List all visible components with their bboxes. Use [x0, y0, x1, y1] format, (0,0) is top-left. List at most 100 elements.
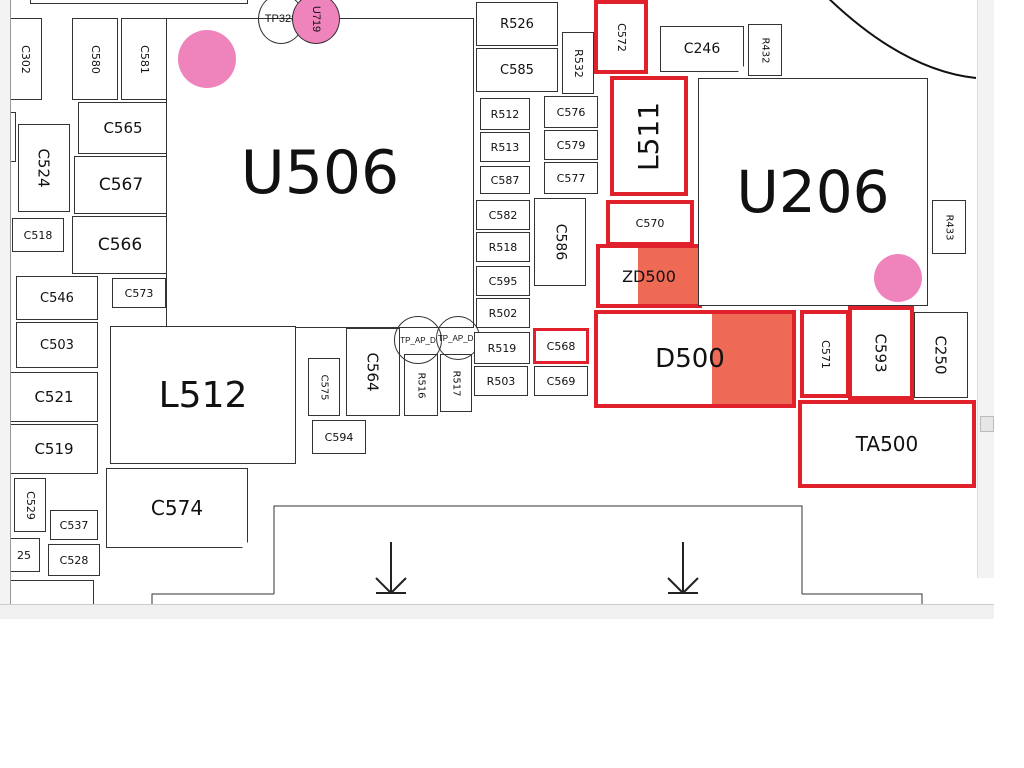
horizontal-scrollbar[interactable] [0, 604, 994, 619]
component-c537[interactable]: C537 [50, 510, 98, 540]
resistor-r502[interactable]: R502 [476, 298, 530, 328]
component-c569[interactable]: C569 [534, 366, 588, 396]
resistor-r433[interactable]: R433 [932, 200, 966, 254]
label: C568 [546, 339, 576, 353]
pin1-marker [874, 254, 922, 302]
label: C565 [103, 119, 143, 137]
resistor-r432[interactable]: R432 [748, 24, 782, 76]
label: 25 [17, 548, 31, 562]
testpoint-u719[interactable]: U719 [292, 0, 340, 44]
label: R503 [486, 374, 516, 388]
component-ta500[interactable]: TA500 [798, 400, 976, 488]
label: C579 [556, 138, 586, 152]
component-c577[interactable]: C577 [544, 162, 598, 194]
label: C576 [556, 105, 586, 119]
resistor-r519[interactable]: R519 [474, 332, 530, 364]
diode-d500[interactable]: D500 [594, 310, 796, 408]
component-c567[interactable]: C567 [74, 156, 168, 214]
component-c579[interactable]: C579 [544, 130, 598, 160]
arrow-down-icon [667, 542, 699, 594]
label: C546 [40, 290, 74, 306]
label: TP_AP_D+ [437, 333, 479, 343]
label: C585 [500, 62, 534, 78]
label: C587 [490, 173, 520, 187]
label: C570 [635, 216, 665, 230]
label: U206 [736, 158, 890, 226]
label: U506 [240, 138, 400, 208]
vertical-scrollbar-thumb[interactable] [980, 416, 994, 432]
label: C594 [324, 430, 354, 444]
component-c524[interactable]: C524 [18, 124, 70, 212]
label: L512 [158, 374, 248, 416]
label: C595 [488, 274, 518, 288]
label: C528 [59, 553, 89, 567]
label: C577 [556, 171, 586, 185]
label: TA500 [855, 432, 919, 456]
component-c546[interactable]: C546 [16, 276, 98, 320]
component-c593[interactable]: C593 [848, 306, 914, 400]
vertical-scrollbar[interactable] [977, 0, 994, 578]
label: C503 [40, 337, 74, 353]
component-c521[interactable]: C521 [10, 372, 98, 422]
label: C519 [34, 440, 74, 458]
component-c580[interactable]: C580 [72, 18, 118, 100]
resistor-r512[interactable]: R512 [480, 98, 530, 130]
component-c518[interactable]: C518 [12, 218, 64, 252]
component-c565[interactable]: C565 [78, 102, 168, 154]
component-c529[interactable]: C529 [14, 478, 46, 532]
label: R513 [490, 140, 520, 154]
label: C521 [34, 388, 74, 406]
label: C537 [59, 518, 89, 532]
component-outline-top [30, 0, 248, 4]
component-c528[interactable]: C528 [48, 544, 100, 576]
component-c585[interactable]: C585 [476, 48, 558, 92]
label: TP328 [264, 13, 298, 25]
diode-zd500[interactable]: ZD500 [596, 244, 702, 308]
inductor-l511[interactable]: L511 [610, 76, 688, 196]
component-c564[interactable]: C564 [346, 328, 400, 416]
arrow-down-icon [375, 542, 407, 594]
board-viewer[interactable]: C302 C580 C581 C565 C524 C567 C518 C566 … [0, 0, 994, 608]
label: C573 [124, 286, 154, 300]
label: C566 [97, 235, 143, 255]
component-c582[interactable]: C582 [476, 200, 530, 230]
component-c574[interactable]: C574 [106, 468, 248, 548]
board-outline-svg [151, 0, 977, 608]
left-panel-edge [0, 0, 11, 604]
label: R518 [488, 240, 518, 254]
connector-outline [273, 505, 803, 594]
resistor-r503[interactable]: R503 [474, 366, 528, 396]
component-c568[interactable]: C568 [533, 328, 589, 364]
resistor-r532[interactable]: R532 [562, 32, 594, 94]
component-c594[interactable]: C594 [312, 420, 366, 454]
component-c576[interactable]: C576 [544, 96, 598, 128]
label: D500 [655, 344, 725, 374]
label: C569 [546, 374, 576, 388]
inductor-l512[interactable]: L512 [110, 326, 296, 464]
component-c573[interactable]: C573 [112, 278, 166, 308]
component-c595[interactable]: C595 [476, 266, 530, 296]
component-c566[interactable]: C566 [72, 216, 168, 274]
component-c586[interactable]: C586 [534, 198, 586, 286]
label: R502 [488, 306, 518, 320]
pin1-marker [178, 30, 236, 88]
resistor-r518[interactable]: R518 [476, 232, 530, 262]
component-c503[interactable]: C503 [16, 322, 98, 368]
resistor-r513[interactable]: R513 [480, 132, 530, 162]
label: C246 [683, 41, 721, 57]
label: R512 [490, 107, 520, 121]
label: C567 [98, 175, 144, 195]
label: R519 [487, 341, 517, 355]
component-c587[interactable]: C587 [480, 166, 530, 194]
pcb-board-canvas[interactable]: C302 C580 C581 C565 C524 C567 C518 C566 … [0, 0, 994, 608]
connector-outline-right [802, 593, 923, 608]
component-c246[interactable]: C246 [660, 26, 744, 72]
resistor-r526[interactable]: R526 [476, 2, 558, 46]
highlight-fill [712, 314, 792, 404]
connector-outline-left [151, 593, 274, 608]
component-c572[interactable]: C572 [594, 0, 648, 74]
component-c575[interactable]: C575 [308, 358, 340, 416]
component-c250[interactable]: C250 [914, 312, 968, 398]
component-c571[interactable]: C571 [800, 310, 850, 398]
highlight-fill [638, 248, 698, 304]
